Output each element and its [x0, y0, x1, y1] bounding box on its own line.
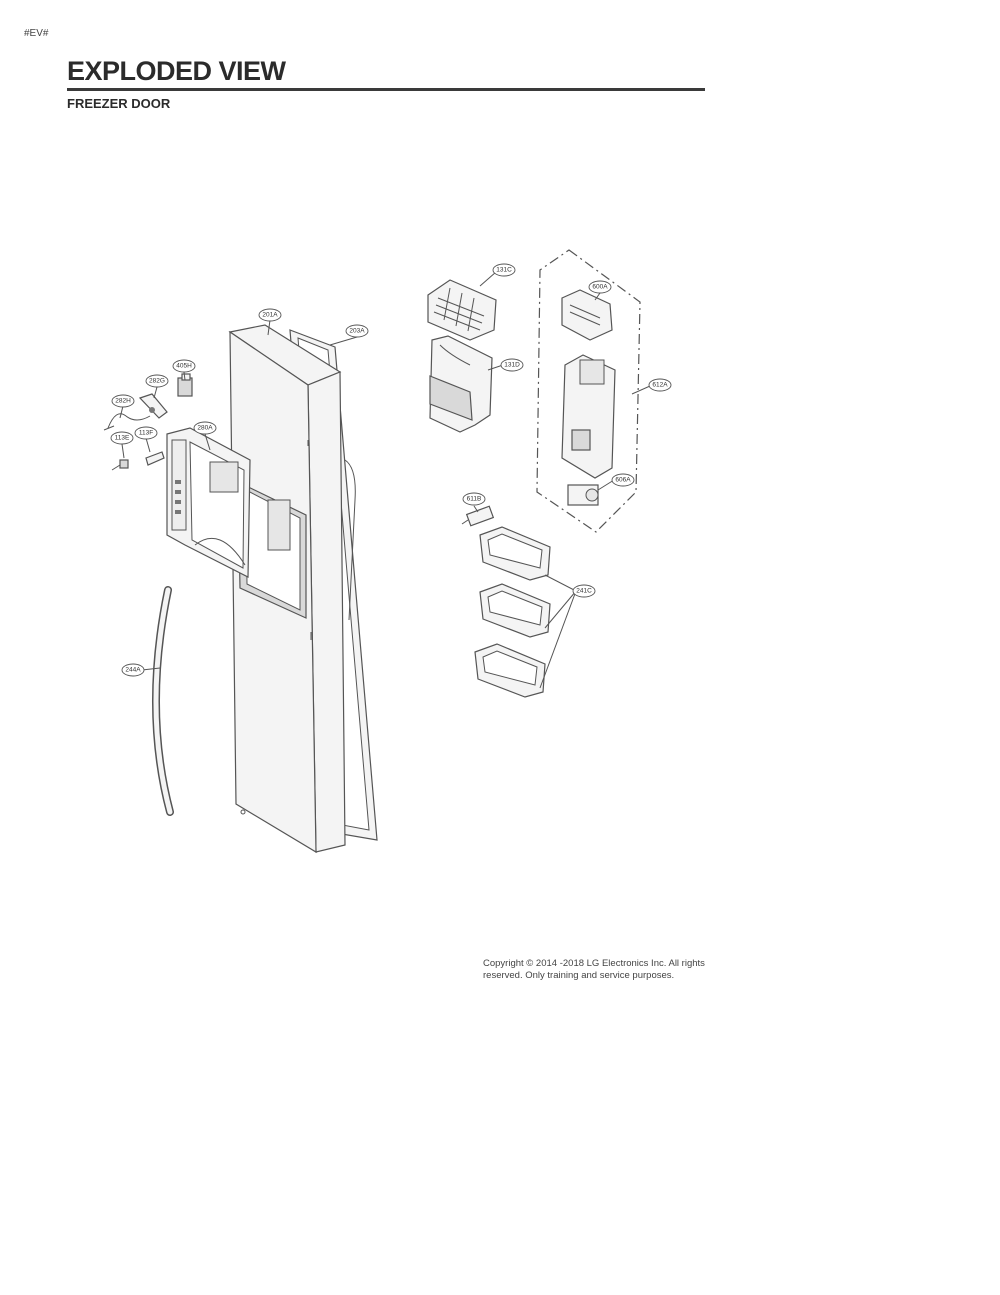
callout-131c: 131C	[492, 263, 516, 277]
door-handle	[152, 586, 174, 816]
callout-241c: 241C	[572, 584, 596, 598]
svg-text:244A: 244A	[125, 667, 141, 674]
svg-text:203A: 203A	[349, 328, 365, 335]
callout-280a: 280A	[193, 421, 217, 435]
callout-201a: 201A	[258, 308, 282, 322]
door-bin-3	[474, 643, 546, 698]
icemaker-assembly-outline	[536, 249, 641, 533]
svg-text:282H: 282H	[115, 398, 131, 405]
callout-600a: 600A	[588, 280, 612, 294]
svg-text:113E: 113E	[115, 435, 130, 442]
callout-282g: 282G	[145, 374, 169, 388]
svg-text:131D: 131D	[504, 362, 520, 369]
lever-part-282g	[138, 393, 168, 419]
callout-282h: 282H	[111, 394, 135, 408]
svg-text:282G: 282G	[149, 378, 165, 385]
door-bin-1	[479, 526, 551, 581]
copyright-notice: Copyright © 2014 -2018 LG Electronics In…	[483, 958, 705, 981]
dispenser-frame	[166, 427, 251, 578]
bracket-part-113f	[145, 451, 165, 466]
icemaker-housing	[561, 354, 616, 479]
door-bin-2	[479, 583, 551, 638]
switch-part-405h	[177, 373, 193, 397]
svg-text:405H: 405H	[176, 363, 192, 370]
svg-text:606A: 606A	[615, 477, 631, 484]
svg-text:201A: 201A	[262, 312, 278, 319]
freezer-door-panel	[228, 324, 356, 854]
svg-text:612A: 612A	[652, 382, 668, 389]
svg-text:241C: 241C	[576, 588, 592, 595]
page-subtitle: FREEZER DOOR	[67, 96, 171, 111]
title-rule	[67, 88, 705, 91]
leader-lines	[119, 271, 651, 689]
callout-113f: 113F	[134, 426, 158, 440]
svg-text:113F: 113F	[139, 430, 153, 437]
callout-244a: 244A	[121, 663, 145, 677]
spring-part-282h	[103, 413, 151, 431]
document-tag: #EV#	[24, 28, 49, 39]
ice-bin-cover	[427, 279, 497, 341]
callout-405h: 405H	[172, 359, 196, 373]
icemaker-600a	[561, 289, 613, 341]
page-title: EXPLODED VIEW	[67, 56, 286, 86]
callout-113e: 113E	[110, 431, 134, 445]
motor-part-606a	[567, 484, 599, 506]
callout-611b: 611B	[462, 492, 486, 506]
ice-bin	[429, 335, 493, 433]
svg-text:280A: 280A	[197, 425, 213, 432]
callout-131d: 131D	[500, 358, 524, 372]
svg-text:131C: 131C	[496, 267, 512, 274]
svg-text:600A: 600A	[592, 284, 608, 291]
screw-part-113e	[111, 459, 129, 471]
callout-612a: 612A	[648, 378, 672, 392]
callout-606a: 606A	[611, 473, 635, 487]
callout-203a: 203A	[345, 324, 369, 338]
svg-text:611B: 611B	[467, 496, 482, 503]
fitting-611b	[461, 505, 495, 527]
